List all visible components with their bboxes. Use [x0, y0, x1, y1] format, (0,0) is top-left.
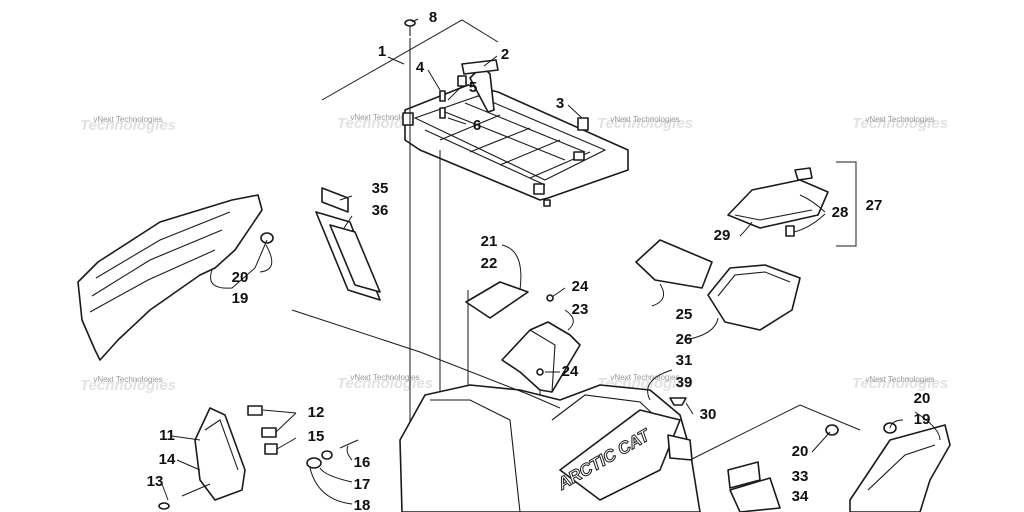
callout-20-mid: 20: [792, 443, 809, 460]
callout-15: 15: [308, 428, 325, 445]
svg-text:Technologies: Technologies: [80, 117, 176, 134]
console-bracket: [501, 294, 581, 393]
callout-23: 23: [572, 301, 589, 318]
watermark: vNext Technologies: [93, 375, 162, 384]
callout-16: 16: [354, 454, 371, 471]
svg-text:Technologies: Technologies: [337, 375, 433, 392]
watermark: vNext Technologies: [610, 373, 679, 382]
callout-8: 8: [429, 9, 437, 26]
access-plate: [465, 281, 529, 319]
storage-tub: [707, 264, 801, 331]
callout-24-top: 24: [572, 278, 589, 295]
callout-19-left: 19: [232, 290, 249, 307]
svg-text:Technologies: Technologies: [80, 377, 176, 394]
trim-clip: [669, 397, 687, 406]
svg-text:Technologies: Technologies: [852, 375, 948, 392]
callout-20-left: 20: [232, 269, 249, 286]
rack-bolt: [404, 19, 416, 36]
callout-31: 31: [676, 352, 693, 369]
callout-39: 39: [676, 374, 693, 391]
callout-6: 6: [473, 117, 481, 134]
right-side-panel: [727, 422, 951, 512]
callout-21: 21: [481, 233, 498, 250]
callout-14: 14: [159, 451, 176, 468]
callout-2: 2: [501, 46, 509, 63]
callout-28: 28: [832, 204, 849, 221]
callout-17: 17: [354, 476, 371, 493]
callout-25: 25: [676, 306, 693, 323]
left-fender-extension: [158, 405, 359, 510]
front-body: ARCTIC CAT: [399, 384, 701, 512]
leader-lines: [161, 18, 941, 505]
callout-1: 1: [378, 43, 386, 60]
front-rack: [402, 59, 629, 207]
decal-set-left: [315, 187, 381, 301]
callout-24-bottom: 24: [562, 363, 579, 380]
watermarks: Technologies vNext Technologies Technolo…: [80, 113, 948, 394]
left-side-panel: [77, 194, 274, 361]
watermark: vNext Technologies: [610, 115, 679, 124]
callout-5: 5: [469, 79, 477, 96]
storage-lid: [727, 167, 829, 237]
callout-11: 11: [159, 427, 175, 444]
watermark: vNext Technologies: [350, 373, 419, 382]
callout-30: 30: [700, 406, 717, 423]
callout-20-right: 20: [914, 390, 931, 407]
callout-12: 12: [308, 404, 325, 421]
callout-34: 34: [792, 488, 809, 505]
callout-27: 27: [866, 197, 883, 214]
callout-13: 13: [147, 473, 164, 490]
storage-box-liner: [635, 239, 713, 289]
callout-labels: 1 2 3 4 5 6 8 11 12 13 14 15 16 17 18 19…: [147, 9, 931, 512]
callout-3: 3: [556, 95, 564, 112]
callout-18: 18: [354, 497, 371, 512]
callout-36: 36: [372, 202, 389, 219]
svg-text:Technologies: Technologies: [852, 115, 948, 132]
callout-33: 33: [792, 468, 809, 485]
callout-22: 22: [481, 255, 498, 272]
callout-4: 4: [416, 59, 425, 76]
callout-19-right: 19: [914, 411, 931, 428]
callout-26: 26: [676, 331, 693, 348]
watermark: vNext Technologies: [865, 375, 934, 384]
watermark: vNext Technologies: [865, 115, 934, 124]
svg-text:Technologies: Technologies: [597, 115, 693, 132]
watermark: vNext Technologies: [93, 115, 162, 124]
watermark: vNext Technologies: [350, 113, 419, 122]
callout-35: 35: [372, 180, 389, 197]
callout-29: 29: [714, 227, 731, 244]
rack-assembly-bracket: [321, 19, 499, 101]
